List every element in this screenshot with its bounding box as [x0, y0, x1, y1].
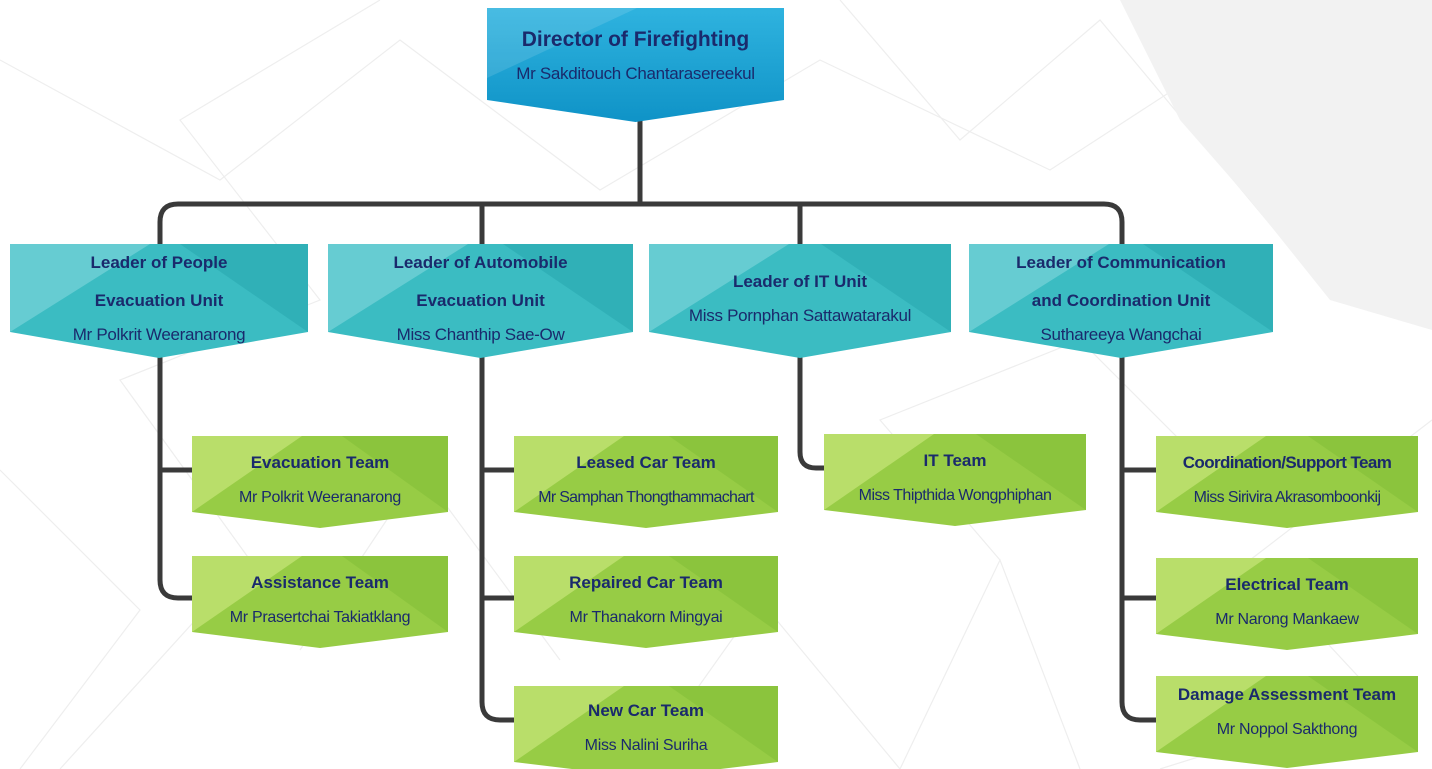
leader-box-it-unit[interactable]: Leader of IT Unit Miss Pornphan Sattawat… [649, 244, 951, 358]
team-box-shape [514, 556, 778, 648]
leader-title-line1: Leader of IT Unit [732, 272, 868, 291]
leader-title-line2: Evacuation Unit [416, 291, 545, 310]
director-box-shape [487, 8, 784, 122]
leader-box-shape [969, 244, 1273, 358]
team-title: IT Team [923, 451, 987, 470]
team-box-shape [192, 556, 448, 648]
team-title: Repaired Car Team [569, 573, 723, 592]
team-member-name: Mr Thanakorn Mingyai [569, 609, 723, 626]
team-member-name: Mr Narong Mankaew [1215, 611, 1359, 628]
leader-title-line2: Evacuation Unit [94, 291, 224, 310]
team-box-shape [514, 436, 778, 528]
team-title: Coordination/Support Team [1182, 453, 1392, 472]
director-name: Mr Sakditouch Chantarasereekul [516, 64, 755, 83]
team-title: Leased Car Team [576, 453, 716, 472]
team-box-electrical[interactable]: Electrical Team Mr Narong Mankaew [1156, 558, 1418, 650]
director-box[interactable]: Director of Firefighting Mr Sakditouch C… [487, 8, 784, 122]
leader-name: Miss Pornphan Sattawatarakul [688, 306, 912, 325]
leader-name: Suthareeya Wangchai [1040, 325, 1202, 344]
team-title: Damage Assessment Team [1177, 685, 1397, 704]
leader-title-line1: Leader of Automobile [393, 253, 568, 272]
leader-name: Miss Chanthip Sae-Ow [396, 325, 565, 344]
team-box-coordination-support[interactable]: Coordination/Support Team Miss Sirivira … [1156, 436, 1418, 528]
team-member-name: Mr Samphan Thongthammachart [538, 489, 754, 506]
team-box-new-car[interactable]: New Car Team Miss Nalini Suriha [514, 686, 778, 769]
team-member-name: Miss Sirivira Akrasomboonkij [1193, 489, 1381, 506]
team-box-shape [514, 686, 778, 769]
team-title: Assistance Team [251, 573, 389, 592]
leader-title-line2: and Coordination Unit [1031, 291, 1211, 310]
team-member-name: Mr Noppol Sakthong [1216, 721, 1358, 738]
team-box-it[interactable]: IT Team Miss Thipthida Wongphiphan [824, 434, 1086, 526]
leader-box-shape [649, 244, 951, 358]
leader-title-line1: Leader of Communication [1016, 253, 1226, 272]
leader-box-shape [10, 244, 308, 358]
connector-leader-bus [157, 201, 1125, 251]
team-box-assistance[interactable]: Assistance Team Mr Prasertchai Takiatkla… [192, 556, 448, 648]
team-box-shape [1156, 436, 1418, 528]
leader-box-communication-coordination[interactable]: Leader of Communication and Coordination… [969, 244, 1273, 358]
team-box-damage-assessment[interactable]: Damage Assessment Team Mr Noppol Sakthon… [1156, 676, 1418, 768]
director-title: Director of Firefighting [521, 28, 750, 51]
team-title: Evacuation Team [250, 453, 390, 472]
leader-box-shape [328, 244, 633, 358]
leader-box-automobile-evacuation[interactable]: Leader of Automobile Evacuation Unit Mis… [328, 244, 633, 358]
team-member-name: Miss Thipthida Wongphiphan [858, 487, 1052, 504]
team-title: New Car Team [588, 701, 704, 720]
leader-name: Mr Polkrit Weeranarong [72, 325, 246, 344]
team-box-shape [1156, 558, 1418, 650]
team-member-name: Mr Prasertchai Takiatklang [229, 609, 411, 626]
connector-unit2-trunk [479, 349, 521, 723]
team-box-shape [192, 436, 448, 528]
team-box-repaired-car[interactable]: Repaired Car Team Mr Thanakorn Mingyai [514, 556, 778, 648]
team-box-evacuation[interactable]: Evacuation Team Mr Polkrit Weeranarong [192, 436, 448, 528]
connector-unit1-trunk [157, 349, 199, 601]
team-box-shape [824, 434, 1086, 526]
team-box-leased-car[interactable]: Leased Car Team Mr Samphan Thongthammach… [514, 436, 778, 528]
leader-title-line1: Leader of People [90, 253, 228, 272]
connector-unit3-trunk [797, 349, 831, 471]
connector-unit4-trunk [1119, 349, 1163, 723]
team-member-name: Miss Nalini Suriha [584, 737, 708, 754]
team-member-name: Mr Polkrit Weeranarong [238, 489, 402, 506]
team-box-shape [1156, 676, 1418, 768]
team-title: Electrical Team [1225, 575, 1349, 594]
leader-box-people-evacuation[interactable]: Leader of People Evacuation Unit Mr Polk… [10, 244, 308, 358]
